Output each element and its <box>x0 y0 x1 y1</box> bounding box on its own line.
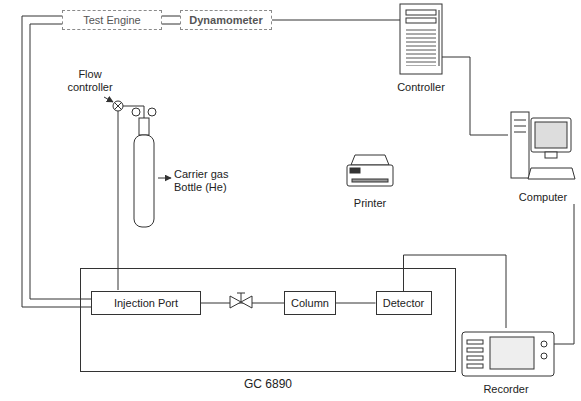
tower-case <box>400 4 442 74</box>
paper-slot <box>352 179 388 182</box>
valve-half <box>230 296 241 308</box>
flow-valve-cross <box>115 103 122 110</box>
connector-line <box>336 303 376 304</box>
drive-bay <box>406 18 436 23</box>
printer-badge <box>350 168 360 173</box>
gc-housing: GC 6890Injection PortColumnDetector <box>80 268 456 372</box>
connector <box>22 16 91 307</box>
regulator-line <box>123 106 144 118</box>
printer-unit: Printer <box>342 150 398 210</box>
connector-line <box>162 16 180 17</box>
recorder-button <box>467 348 483 352</box>
recorder-case <box>462 332 554 376</box>
recorder-button <box>467 356 483 360</box>
drive-slot <box>514 126 526 127</box>
recorder-unit: Recorder <box>458 328 554 396</box>
node-label: Computer <box>519 191 567 204</box>
process-box: Column <box>284 291 336 315</box>
pressure-gauge <box>132 108 140 116</box>
case-edge <box>439 10 440 66</box>
valve-label: Flow controller <box>62 68 118 94</box>
node-label: Dynamometer <box>189 14 262 27</box>
gas-bottle <box>134 135 154 227</box>
gc-valve <box>230 293 252 308</box>
valve-stem <box>241 293 242 302</box>
gas-supply <box>104 97 171 290</box>
regulator <box>139 118 149 135</box>
connector <box>272 20 400 21</box>
recorder-knob <box>541 341 547 347</box>
node-label: Test Engine <box>83 14 140 27</box>
node-label: Detector <box>383 297 425 310</box>
recorder-screen <box>490 337 534 369</box>
connector-line <box>30 24 91 299</box>
controller-tower <box>400 4 442 74</box>
recorder-knob <box>541 353 547 359</box>
monitor-stand <box>545 152 557 158</box>
connector <box>554 204 574 344</box>
carrier-gas-line <box>118 111 119 290</box>
node-label: Injection Port <box>114 297 178 310</box>
dynamometer-box: Dynamometer <box>180 10 272 30</box>
vent-slots <box>406 28 436 66</box>
monitor <box>531 118 571 152</box>
connector-line <box>554 204 574 344</box>
node-label: Recorder <box>483 383 528 396</box>
process-box: Detector <box>376 291 432 315</box>
printer-body <box>347 165 393 186</box>
computer-tower <box>511 112 529 178</box>
drive-slot <box>514 132 526 133</box>
bottle-label: Carrier gas Bottle (He) <box>174 168 244 194</box>
connector-line <box>162 24 180 25</box>
valve-handle <box>237 293 245 294</box>
paper-tray <box>351 155 389 165</box>
drive-bay <box>406 10 436 15</box>
flow-valve-cross <box>115 103 122 110</box>
node-label: Controller <box>397 81 445 94</box>
flow-valve <box>113 101 123 111</box>
pressure-gauge <box>148 108 156 116</box>
controller-unit: Controller <box>400 2 442 94</box>
connector-line <box>442 57 508 135</box>
connector-line <box>22 16 91 307</box>
connector <box>442 57 508 135</box>
recorder-button <box>467 364 483 368</box>
connector-line <box>272 20 400 21</box>
valve-half <box>241 296 252 308</box>
monitor-screen <box>535 122 567 148</box>
valve-pointer <box>104 97 113 102</box>
computer-unit: Computer <box>508 100 578 204</box>
recorder-icon <box>462 332 554 376</box>
node-label: Printer <box>354 197 386 210</box>
recorder-button <box>467 340 483 344</box>
bottle-pointer <box>158 178 171 179</box>
printer-icon <box>347 155 393 186</box>
drive-slot <box>514 120 526 121</box>
keyboard <box>528 168 575 179</box>
node-label: GC 6890 <box>244 377 292 391</box>
node-label: Column <box>291 297 329 310</box>
engine-box: Test Engine <box>62 10 162 30</box>
connector <box>162 16 180 24</box>
connector <box>336 303 376 304</box>
process-box: Injection Port <box>91 291 201 315</box>
computer-icon <box>511 112 575 179</box>
